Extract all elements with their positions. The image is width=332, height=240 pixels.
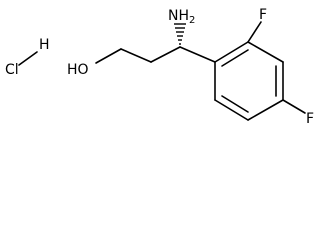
benzene-ring: [214, 41, 284, 121]
hydroxyl-label: HO: [67, 62, 89, 78]
fluoro-para-label: F: [306, 111, 314, 127]
hcl-bond: [18, 51, 38, 66]
bond-c2-c3: [150, 46, 181, 63]
bond-c1-c2: [120, 48, 152, 63]
stereo-hash-bond: [174, 23, 186, 45]
chlorine-label: Cl: [5, 62, 19, 78]
fluoro-ortho-label: F: [259, 7, 267, 23]
bond-ring-f-ortho: [247, 21, 262, 43]
bond-c3-aryl: [179, 46, 216, 63]
chemical-structure-diagram: Cl H HO NH2 F F: [5, 7, 314, 127]
amino-label: NH2: [168, 8, 195, 26]
salt-hydrogen-label: H: [39, 37, 50, 53]
bond-o-c1: [95, 48, 122, 64]
bond-ring-f-para: [282, 99, 306, 114]
